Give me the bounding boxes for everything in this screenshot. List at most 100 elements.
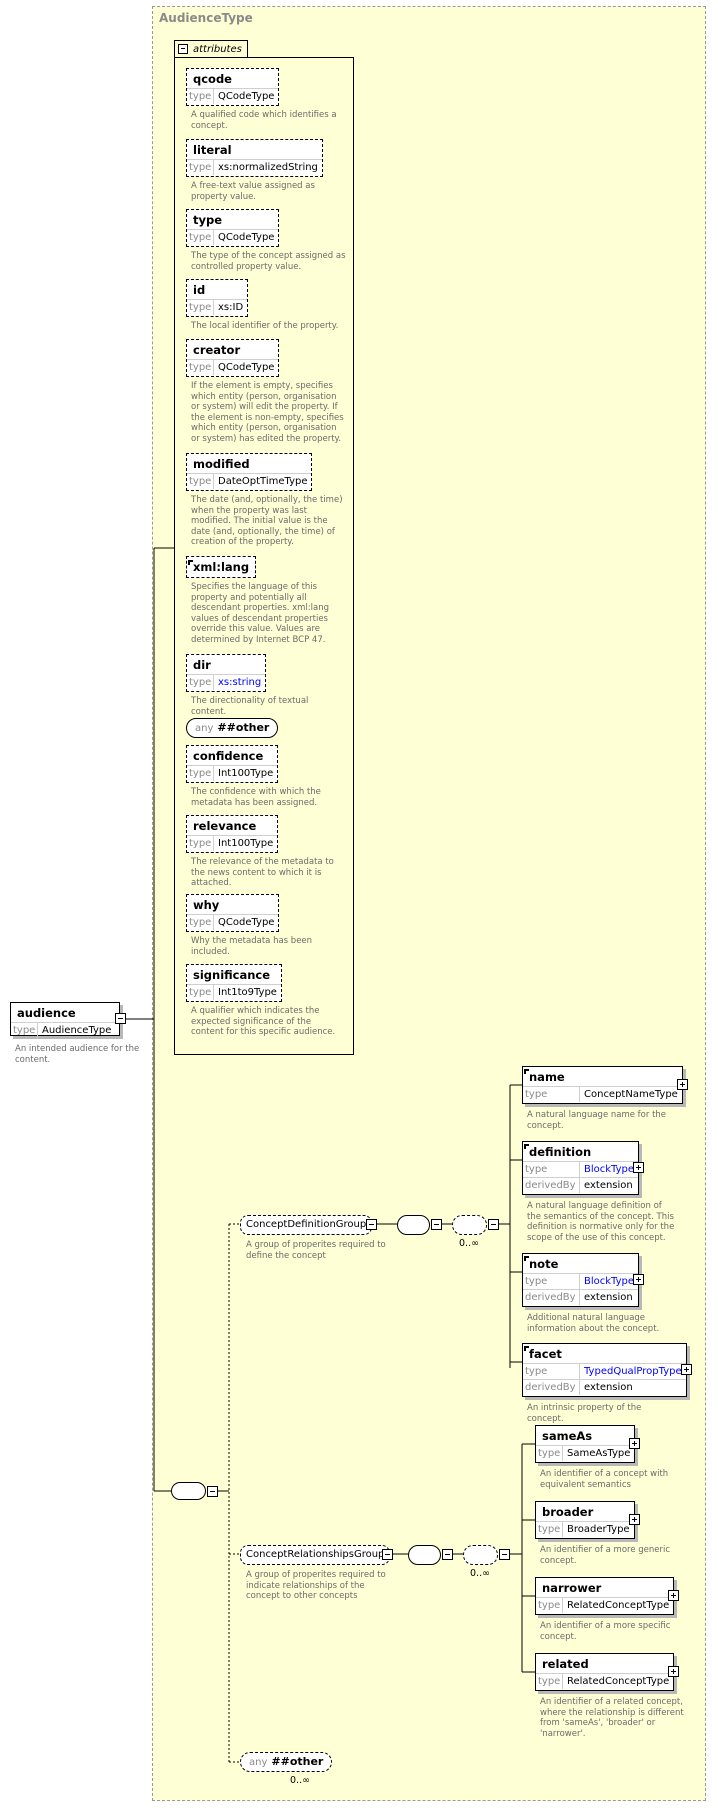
element-description: An identifier of a related concept, wher… bbox=[540, 1697, 684, 1739]
attribute-name: qcode bbox=[193, 72, 232, 86]
reference-marker-icon bbox=[524, 1256, 529, 1261]
attribute-name: creator bbox=[193, 343, 241, 357]
reference-marker-icon bbox=[524, 1069, 529, 1074]
expand-icon[interactable] bbox=[633, 1162, 644, 1173]
collapse-icon[interactable] bbox=[499, 1549, 510, 1560]
derived-by-value: extension bbox=[584, 1180, 633, 1191]
attribute-description: Why the metadata has been included. bbox=[191, 936, 313, 957]
type-value: AudienceType bbox=[42, 1025, 112, 1036]
attribute-modified[interactable]: modified type DateOptTimeType bbox=[186, 453, 313, 491]
group-occurrence: 0..∞ bbox=[459, 1238, 479, 1249]
element-description: An identifier of a more specific concept… bbox=[540, 1621, 671, 1642]
attribute-xml-lang[interactable]: xml:lang bbox=[186, 556, 257, 578]
collapse-icon[interactable] bbox=[207, 1486, 218, 1497]
derived-by-value: extension bbox=[584, 1292, 633, 1303]
type-value: xs:string bbox=[218, 677, 262, 688]
attributes-tab[interactable]: attributes bbox=[174, 40, 248, 58]
type-value: xs:normalizedString bbox=[218, 162, 318, 173]
collapse-icon[interactable] bbox=[115, 1013, 126, 1024]
group-concept-relationships[interactable]: ConceptRelationshipsGroup bbox=[240, 1545, 391, 1565]
attribute-name: modified bbox=[193, 457, 250, 471]
group-concept-definition[interactable]: ConceptDefinitionGroup bbox=[240, 1215, 373, 1235]
element-description: An identifier of a more generic concept. bbox=[540, 1545, 671, 1566]
derived-by-key: derivedBy bbox=[523, 1178, 580, 1193]
attribute-name: why bbox=[193, 898, 220, 912]
attribute-description: The local identifier of the property. bbox=[191, 321, 339, 331]
element-name: sameAs bbox=[542, 1429, 593, 1443]
type-key: type bbox=[187, 985, 214, 1000]
type-key: type bbox=[187, 89, 214, 104]
attribute-name: literal bbox=[193, 143, 232, 157]
type-value: Int100Type bbox=[218, 838, 274, 849]
type-key: type bbox=[187, 300, 214, 315]
attribute-description: A free-text value assigned as property v… bbox=[191, 181, 315, 202]
attribute-name: confidence bbox=[193, 749, 264, 763]
expand-icon[interactable] bbox=[681, 1364, 692, 1375]
expand-icon[interactable] bbox=[633, 1274, 644, 1285]
expand-icon[interactable] bbox=[629, 1438, 640, 1449]
type-key: type bbox=[523, 1087, 580, 1102]
any-key: any bbox=[249, 1757, 268, 1768]
choice-compositor[interactable] bbox=[452, 1215, 487, 1235]
derived-by-value: extension bbox=[584, 1382, 633, 1393]
collapse-icon[interactable] bbox=[442, 1549, 453, 1560]
attribute-description: The confidence with which the metadata h… bbox=[191, 787, 321, 808]
collapse-icon[interactable] bbox=[382, 1549, 393, 1560]
attribute-name: id bbox=[193, 283, 206, 297]
attribute-any-other[interactable]: any##other bbox=[186, 718, 279, 738]
type-value: QCodeType bbox=[218, 362, 275, 373]
attribute-name: xml:lang bbox=[193, 560, 250, 574]
derived-by-key: derivedBy bbox=[523, 1290, 580, 1305]
expand-icon[interactable] bbox=[668, 1666, 679, 1677]
any-other-label: ##other bbox=[271, 1755, 324, 1768]
expand-icon[interactable] bbox=[677, 1079, 688, 1090]
group-description: A group of properites required to indica… bbox=[246, 1570, 386, 1601]
type-key: type bbox=[187, 474, 214, 489]
attribute-description: The date (and, optionally, the time) whe… bbox=[191, 495, 343, 547]
choice-compositor[interactable] bbox=[463, 1545, 498, 1565]
collapse-icon[interactable] bbox=[431, 1219, 442, 1230]
element-description: A natural language name for the concept. bbox=[527, 1110, 667, 1131]
type-key: type bbox=[536, 1446, 563, 1461]
attribute-name: significance bbox=[193, 968, 271, 982]
any-other-wildcard[interactable]: any##other bbox=[240, 1752, 333, 1772]
any-other-label: ##other bbox=[217, 721, 270, 734]
attribute-name: type bbox=[193, 213, 223, 227]
attribute-qcode[interactable]: qcode type QCodeType bbox=[186, 68, 280, 106]
sequence-compositor[interactable] bbox=[397, 1215, 430, 1235]
collapse-icon[interactable] bbox=[366, 1219, 377, 1230]
type-value: QCodeType bbox=[218, 91, 275, 102]
complex-type-title: AudienceType bbox=[159, 11, 253, 25]
collapse-icon[interactable] bbox=[488, 1219, 499, 1230]
sequence-compositor[interactable] bbox=[171, 1482, 206, 1500]
expand-icon[interactable] bbox=[629, 1514, 640, 1525]
type-value: ConceptNameType bbox=[584, 1089, 678, 1100]
attribute-description: The directionality of textual content. bbox=[191, 696, 309, 717]
any-key: any bbox=[195, 723, 214, 734]
reference-marker-icon bbox=[524, 1346, 529, 1351]
collapse-icon[interactable] bbox=[178, 44, 188, 54]
type-value: DateOptTimeType bbox=[218, 476, 308, 487]
sequence-compositor[interactable] bbox=[408, 1545, 441, 1565]
expand-icon[interactable] bbox=[668, 1590, 679, 1601]
group-occurrence: 0..∞ bbox=[470, 1568, 490, 1579]
